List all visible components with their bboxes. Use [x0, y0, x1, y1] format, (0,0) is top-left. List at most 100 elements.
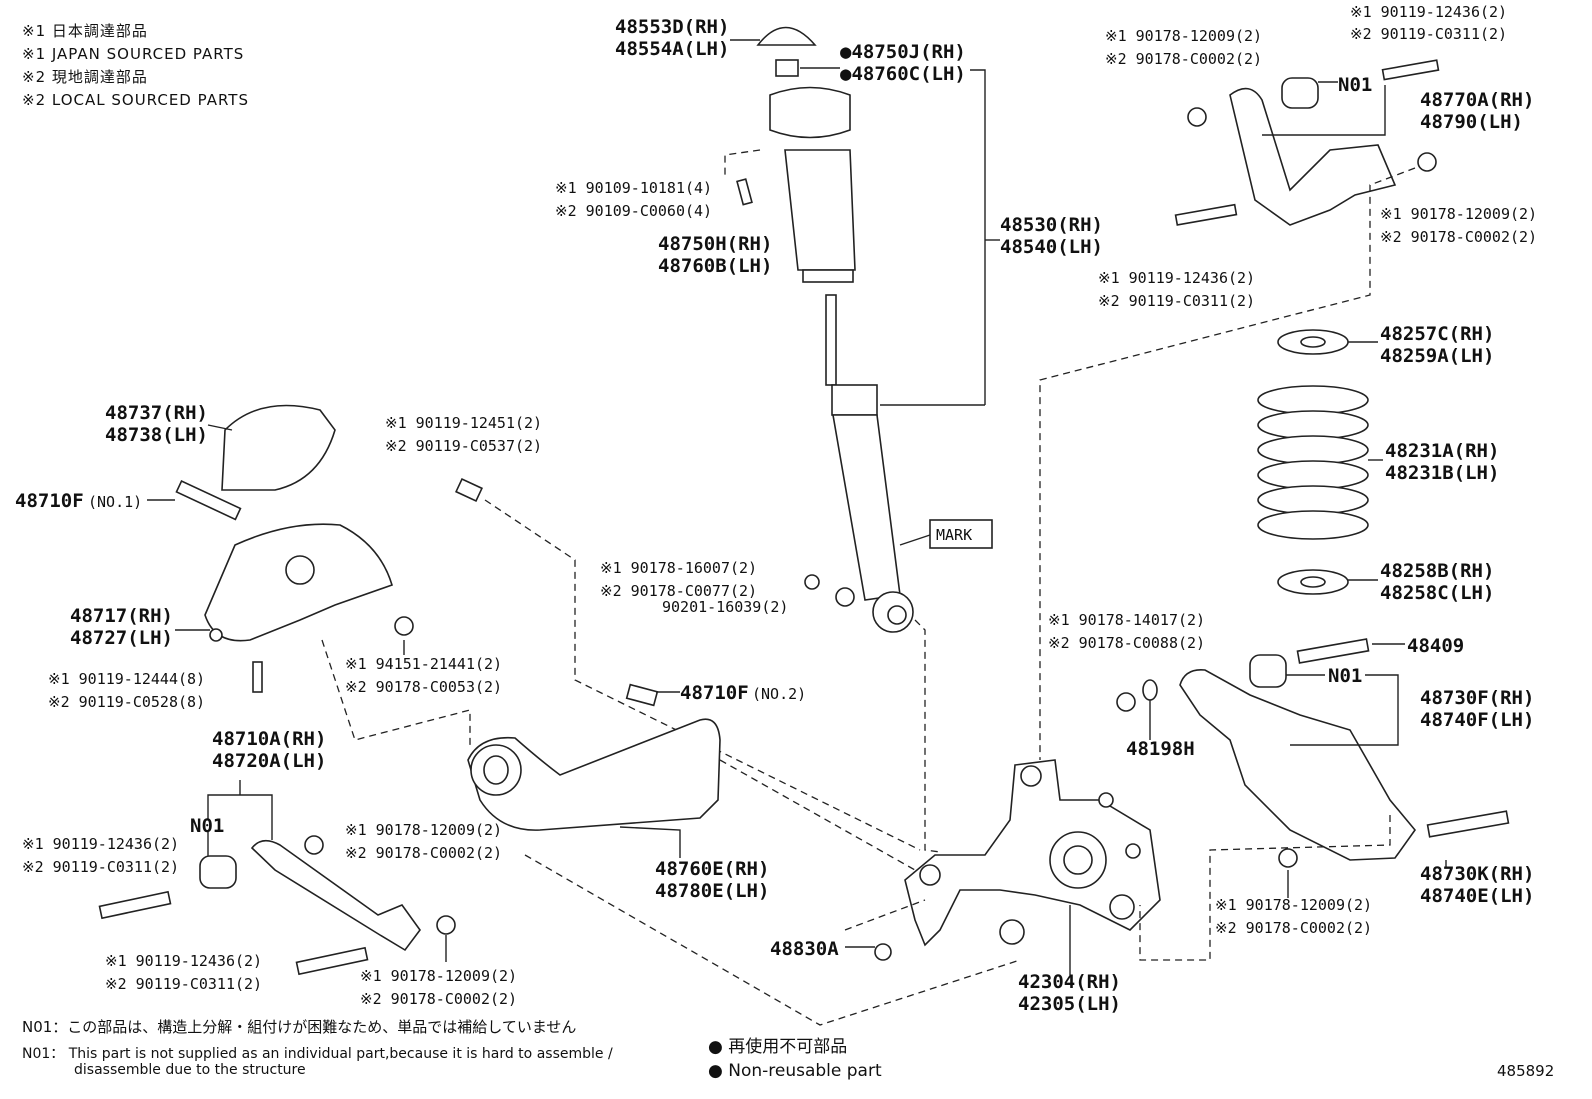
bolt-90119-12436-mid [1174, 203, 1238, 226]
label-48258b: 48258B(RH) [1380, 560, 1494, 582]
label-48717: 48717(RH) [70, 605, 173, 627]
label-48553d: 48553D(RH) [615, 16, 729, 38]
label-48790: 48790(LH) [1420, 111, 1523, 133]
label-48710f-no1: 48710F [15, 490, 84, 512]
bolt-48710f-no1 [175, 479, 242, 521]
label-48740e: 48740E(LH) [1420, 885, 1534, 907]
label-48710f-no2: 48710F [680, 682, 749, 704]
label-48409: 48409 [1407, 635, 1464, 657]
washer-90201 [835, 587, 855, 607]
label-48830a: 48830A [770, 938, 839, 960]
lateral-rod-group [98, 780, 456, 976]
label-n01-top: N01 [1338, 74, 1372, 96]
label-l4a: ※1 90178-12009(2) [345, 821, 502, 839]
mark-box [929, 519, 993, 549]
lock-nut [775, 59, 799, 77]
label-r1a: ※1 90178-14017(2) [1048, 611, 1205, 629]
note-n01-en1: N01： This part is not supplied as an ind… [22, 1046, 613, 1062]
label-l6b: ※2 90178-C0002(2) [360, 990, 517, 1008]
label-l3b: ※2 90119-C0311(2) [22, 858, 179, 876]
label-tr2b: ※2 90178-C0002(2) [1105, 50, 1262, 68]
legend-jp2: ※2 現地調達部品 [22, 68, 148, 86]
label-tr3a: ※1 90178-12009(2) [1380, 205, 1537, 223]
label-48257c: 48257C(RH) [1380, 323, 1494, 345]
coil-spring [1257, 385, 1369, 540]
shock-body [832, 414, 901, 601]
trailing-arm [467, 718, 721, 831]
label-tr1a: ※1 90119-12436(2) [1350, 3, 1507, 21]
lower-arm-bushing [1249, 654, 1287, 688]
label-l6a: ※1 90178-12009(2) [360, 967, 517, 985]
label-tr4a: ※1 90119-12436(2) [1098, 269, 1255, 287]
lateral-rod [250, 839, 421, 952]
label-42305: 42305(LH) [1018, 993, 1121, 1015]
label-48730k: 48730K(RH) [1420, 863, 1534, 885]
note-nonreuse-en: ● Non-reusable part [708, 1061, 882, 1081]
label-m2c: 90201-16039(2) [662, 598, 788, 616]
label-l5b: ※2 90119-C0311(2) [105, 975, 262, 993]
label-mark: MARK [936, 526, 972, 544]
label-48738: 48738(LH) [105, 424, 208, 446]
label-tr1b: ※2 90119-C0311(2) [1350, 25, 1507, 43]
label-l4b: ※2 90178-C0002(2) [345, 844, 502, 862]
label-l3a: ※1 90119-12436(2) [22, 835, 179, 853]
label-48730f: 48730F(RH) [1420, 687, 1534, 709]
lower-arm-group [1116, 638, 1510, 961]
label-l2a: ※1 94151-21441(2) [345, 655, 502, 673]
upper-arm [1229, 87, 1397, 226]
bracket-cover [221, 404, 336, 491]
label-48737: 48737(RH) [105, 402, 208, 424]
label-48780e: 48780E(LH) [655, 880, 769, 902]
label-b1b: ※2 90109-C0060(4) [555, 202, 712, 220]
label-n01-right: N01 [1328, 665, 1362, 687]
label-no1: (NO.1) [88, 493, 142, 511]
label-m1a: ※1 90119-12451(2) [385, 414, 542, 432]
figure-number: 485892 [1497, 1062, 1554, 1080]
part-labels: 48553D(RH) 48554A(LH) ●48750J(RH) ●48760… [15, 3, 1537, 1015]
bolt-90109 [736, 178, 753, 206]
nut-90178-16007 [804, 574, 820, 590]
label-b1a: ※1 90109-10181(4) [555, 179, 712, 197]
label-48554a: 48554A(LH) [615, 38, 729, 60]
knuckle-group [844, 759, 1161, 975]
upper-support [769, 86, 851, 139]
label-m1b: ※2 90119-C0537(2) [385, 437, 542, 455]
legend-en1: ※1 JAPAN SOURCED PARTS [22, 45, 244, 63]
piston-rod [825, 294, 837, 386]
bolt-90119-12436-rod2 [295, 946, 369, 976]
bolt-90119-12436-rod [98, 890, 172, 920]
label-48750j: ●48750J(RH) [840, 41, 966, 63]
shock-cap [756, 26, 817, 46]
note-n01-en2: disassemble due to the structure [74, 1062, 306, 1078]
nut-48830a [874, 943, 892, 961]
label-tr4b: ※2 90119-C0311(2) [1098, 292, 1255, 310]
rod-bushing [199, 855, 237, 889]
label-48259a: 48259A(LH) [1380, 345, 1494, 367]
footer-notes: N01：この部品は、構造上分解・組付けが困難なため、単品では補給していません N… [22, 1018, 1554, 1081]
label-48258c: 48258C(LH) [1380, 582, 1494, 604]
label-48727: 48727(LH) [70, 627, 173, 649]
label-l5a: ※1 90119-12436(2) [105, 952, 262, 970]
label-r1b: ※2 90178-C0088(2) [1048, 634, 1205, 652]
lower-arm [1179, 668, 1417, 861]
label-48720a: 48720A(LH) [212, 750, 326, 772]
bolt-48409 [1296, 638, 1370, 664]
label-48760e: 48760E(RH) [655, 858, 769, 880]
label-48710a: 48710A(RH) [212, 728, 326, 750]
bolt-48710f-no2 [625, 683, 659, 707]
washer-48198h [1142, 679, 1158, 701]
label-48530: 48530(RH) [1000, 214, 1103, 236]
note-n01-jp: N01：この部品は、構造上分解・組付けが困難なため、単品では補給していません [22, 1018, 576, 1036]
dust-boot [784, 149, 856, 271]
legend-jp1: ※1 日本調達部品 [22, 22, 148, 40]
label-48750h: 48750H(RH) [658, 233, 772, 255]
bolt-90119-12451 [455, 477, 483, 503]
bracket-group [147, 404, 471, 745]
label-n01-left: N01 [190, 815, 224, 837]
label-m2a: ※1 90178-16007(2) [600, 559, 757, 577]
label-l2b: ※2 90178-C0053(2) [345, 678, 502, 696]
label-tr3b: ※2 90178-C0002(2) [1380, 228, 1537, 246]
sourcing-legend: ※1 日本調達部品 ※1 JAPAN SOURCED PARTS ※2 現地調達… [22, 22, 248, 109]
